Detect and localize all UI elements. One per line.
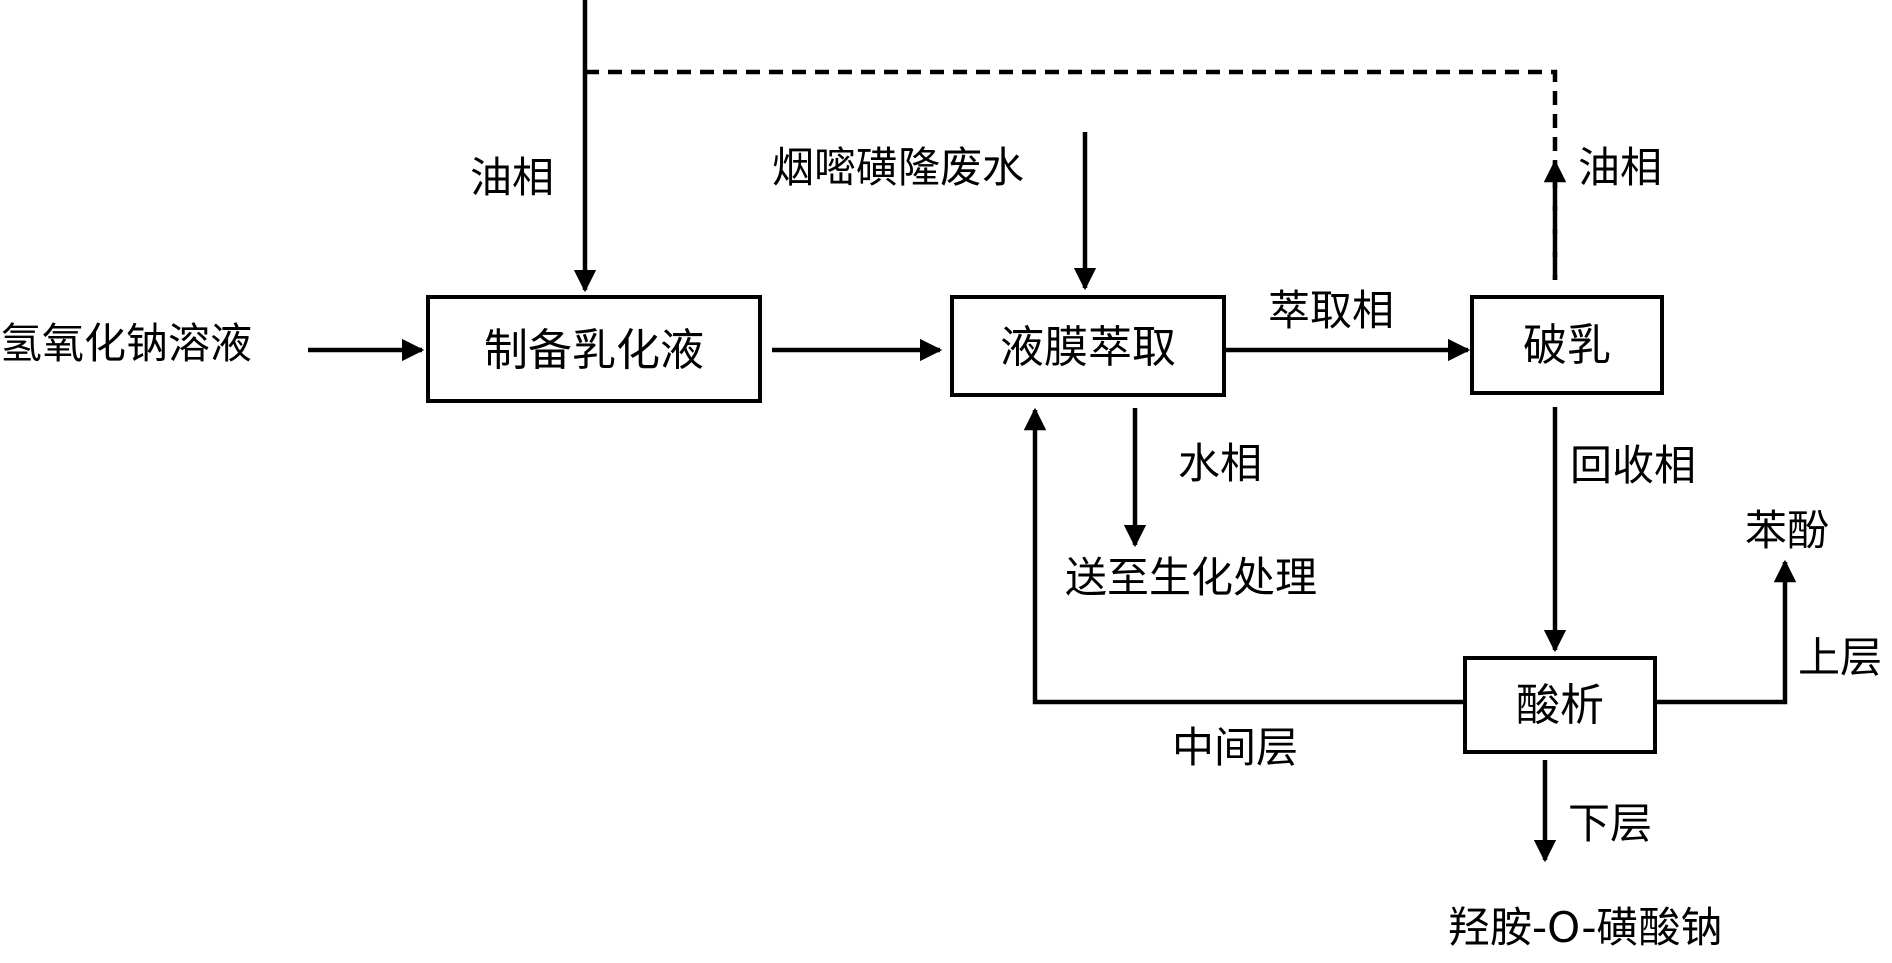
emulsion-box: [426, 295, 762, 403]
oil-phase-in-label: 油相: [470, 153, 554, 202]
extract-phase-label: 萃取相: [1268, 286, 1394, 335]
middle-layer-label: 中间层: [1172, 723, 1298, 772]
lower-layer-label: 下层: [1568, 799, 1652, 848]
water-phase-label: 水相: [1178, 439, 1262, 488]
oil-recycle-dashed-line: [585, 69, 1558, 280]
phenol-label: 苯酚: [1745, 506, 1829, 555]
acidify-box: [1463, 656, 1657, 754]
product-label: 羟胺-O-磺酸钠: [1448, 903, 1723, 952]
biochem-label: 送至生化处理: [1065, 553, 1317, 602]
demulsify-label: 破乳: [1523, 320, 1611, 371]
emulsion-label: 制备乳化液: [484, 325, 704, 376]
wastewater-label: 烟嘧磺隆废水: [772, 143, 1024, 192]
extraction-box: [950, 295, 1226, 397]
recovery-phase-label: 回收相: [1570, 441, 1696, 490]
naoh-label: 氢氧化钠溶液: [0, 319, 252, 368]
upper-layer-label: 上层: [1798, 633, 1882, 682]
middle-layer-line: [1023, 407, 1465, 705]
demulsify-box: [1470, 295, 1664, 395]
acidify-label: 酸析: [1516, 680, 1604, 731]
extraction-label: 液膜萃取: [1000, 322, 1176, 373]
oil-phase-out-label: 油相: [1578, 143, 1662, 192]
upper-layer-line: [1655, 559, 1797, 705]
